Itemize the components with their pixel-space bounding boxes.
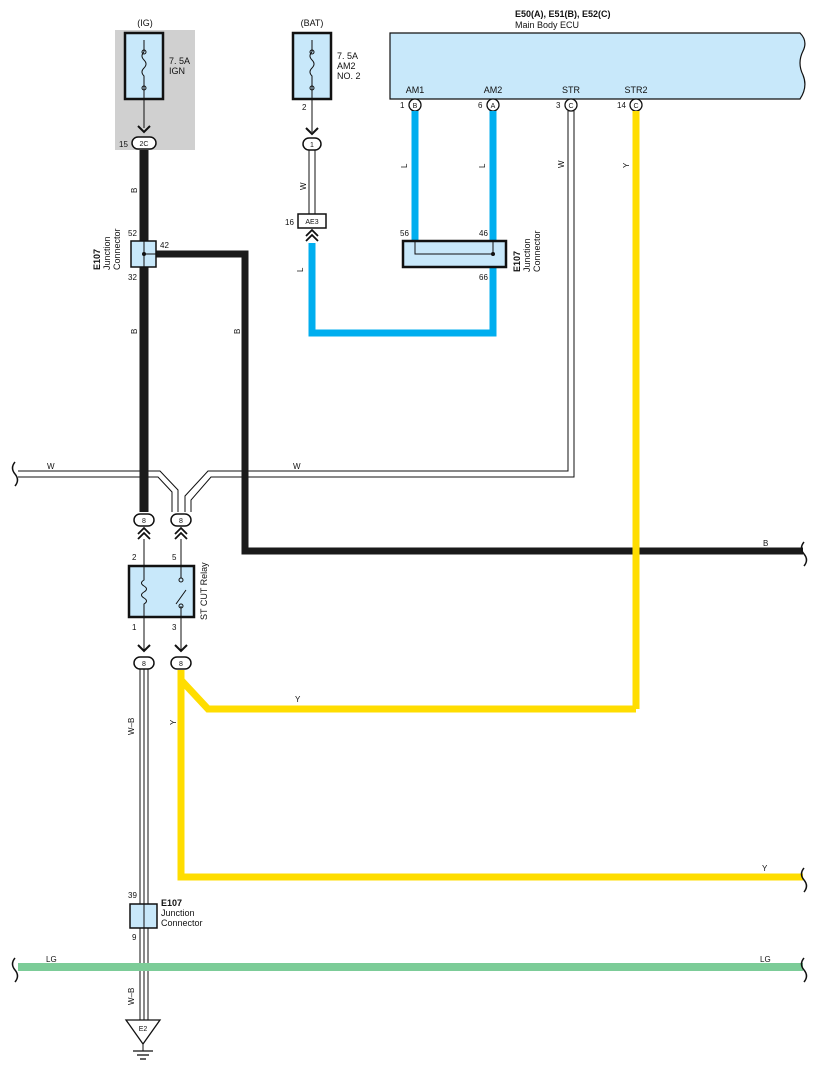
wire-label-l3: L	[296, 267, 305, 272]
wire-w-left	[18, 470, 179, 512]
svg-text:Connector: Connector	[161, 918, 203, 928]
ig-fuse-name: IGN	[169, 66, 185, 76]
ecu-box	[389, 32, 806, 100]
wire-label-wb2: W–B	[127, 988, 136, 1005]
svg-text:Connector: Connector	[532, 230, 542, 272]
ecu-terminal-str: STR	[562, 85, 581, 95]
wire-label-b2: B	[130, 329, 139, 334]
connector-2c-pin: 15	[119, 140, 128, 149]
wire-yellow-relay	[177, 670, 803, 881]
svg-text:C: C	[633, 103, 638, 110]
wire-break-w	[11, 461, 19, 487]
wire-black-branch	[156, 250, 803, 555]
svg-text:42: 42	[160, 241, 169, 250]
svg-text:16: 16	[285, 218, 294, 227]
svg-text:Junction: Junction	[102, 236, 112, 270]
svg-text:52: 52	[128, 229, 137, 238]
connector-2c	[131, 136, 157, 150]
ground-triangle	[124, 1019, 162, 1046]
st-cut-relay-box	[127, 564, 196, 619]
svg-text:6: 6	[478, 101, 483, 110]
wire-break-y	[800, 867, 808, 893]
svg-text:8: 8	[142, 518, 146, 525]
ecu-name: Main Body ECU	[515, 20, 579, 30]
bat-fuse-name: AM2	[337, 61, 356, 71]
svg-text:1: 1	[132, 623, 137, 632]
svg-text:8: 8	[142, 661, 146, 668]
svg-text:9: 9	[132, 933, 137, 942]
wire-blue-loop	[308, 243, 497, 337]
relay-connector-top-right	[170, 513, 192, 527]
ig-source-label: (IG)	[137, 18, 153, 28]
svg-text:32: 32	[128, 273, 137, 282]
svg-text:B: B	[413, 103, 418, 110]
svg-text:8: 8	[179, 661, 183, 668]
bat-source-label: (BAT)	[301, 18, 324, 28]
svg-text:AE3: AE3	[305, 219, 318, 226]
wire-label-w2: W	[557, 160, 566, 168]
wire-break-lg-left	[11, 957, 19, 983]
svg-text:46: 46	[479, 229, 488, 238]
ecu-pin-circle-str	[564, 98, 578, 112]
wire-label-w4: W	[47, 462, 55, 471]
jc-upper-left-id: E107	[92, 249, 102, 270]
svg-text:Junction: Junction	[161, 908, 195, 918]
svg-text:14: 14	[617, 101, 626, 110]
connector-1	[302, 137, 322, 151]
wire-label-w1: W	[299, 182, 308, 190]
svg-text:3: 3	[172, 623, 177, 632]
svg-text:1: 1	[310, 142, 314, 149]
wire-label-b4: B	[763, 539, 768, 548]
st-cut-relay-label: ST CUT Relay	[199, 562, 209, 620]
svg-text:8: 8	[179, 518, 183, 525]
wire-label-l1: L	[400, 163, 409, 168]
connector-ae3	[297, 213, 327, 229]
svg-text:Junction: Junction	[522, 238, 532, 272]
bat-fuse-pin: 2	[302, 103, 307, 112]
wire-w-str	[184, 111, 569, 512]
wire-label-l2: L	[478, 163, 487, 168]
svg-text:C: C	[568, 103, 573, 110]
ground-label: E2	[139, 1026, 148, 1033]
bat-fuse-name-2: NO. 2	[337, 71, 361, 81]
relay-coil	[141, 566, 147, 617]
wire-label-y4: Y	[762, 864, 768, 873]
svg-text:Connector: Connector	[112, 228, 122, 270]
wire-label-lg1: LG	[46, 955, 57, 964]
svg-text:A: A	[491, 103, 496, 110]
svg-text:2: 2	[132, 553, 137, 562]
svg-text:66: 66	[479, 273, 488, 282]
svg-text:39: 39	[128, 891, 137, 900]
connector-2c-label: 2C	[140, 141, 149, 148]
wire-label-b1: B	[130, 188, 139, 193]
svg-text:5: 5	[172, 553, 177, 562]
svg-text:1: 1	[400, 101, 405, 110]
wire-label-wb1: W–B	[127, 718, 136, 735]
relay-connector-bottom-right	[170, 656, 192, 670]
svg-text:3: 3	[556, 101, 561, 110]
wire-break-b	[800, 541, 808, 567]
wire-yellow-link	[178, 677, 636, 713]
jc-lower-id: E107	[161, 898, 182, 908]
wire-label-b3: B	[233, 329, 242, 334]
svg-text:56: 56	[400, 229, 409, 238]
wire-label-lg2: LG	[760, 955, 771, 964]
relay-connector-top-left	[133, 513, 155, 527]
ecu-terminal-am1: AM1	[406, 85, 425, 95]
ecu-terminal-str2: STR2	[624, 85, 647, 95]
bat-fuse-rating: 7. 5A	[337, 51, 358, 61]
wire-label-y1: Y	[622, 162, 631, 168]
ig-fuse-rating: 7. 5A	[169, 56, 190, 66]
ig-connector-chevron	[137, 125, 151, 134]
wire-label-w3: W	[293, 462, 301, 471]
wire-label-y3: Y	[169, 719, 178, 725]
wire-label-y2: Y	[295, 695, 301, 704]
jc-upper-right-id: E107	[512, 251, 522, 272]
ecu-title: E50(A), E51(B), E52(C)	[515, 9, 611, 19]
wire-break-lg-right	[800, 957, 808, 983]
ecu-terminal-am2: AM2	[484, 85, 503, 95]
